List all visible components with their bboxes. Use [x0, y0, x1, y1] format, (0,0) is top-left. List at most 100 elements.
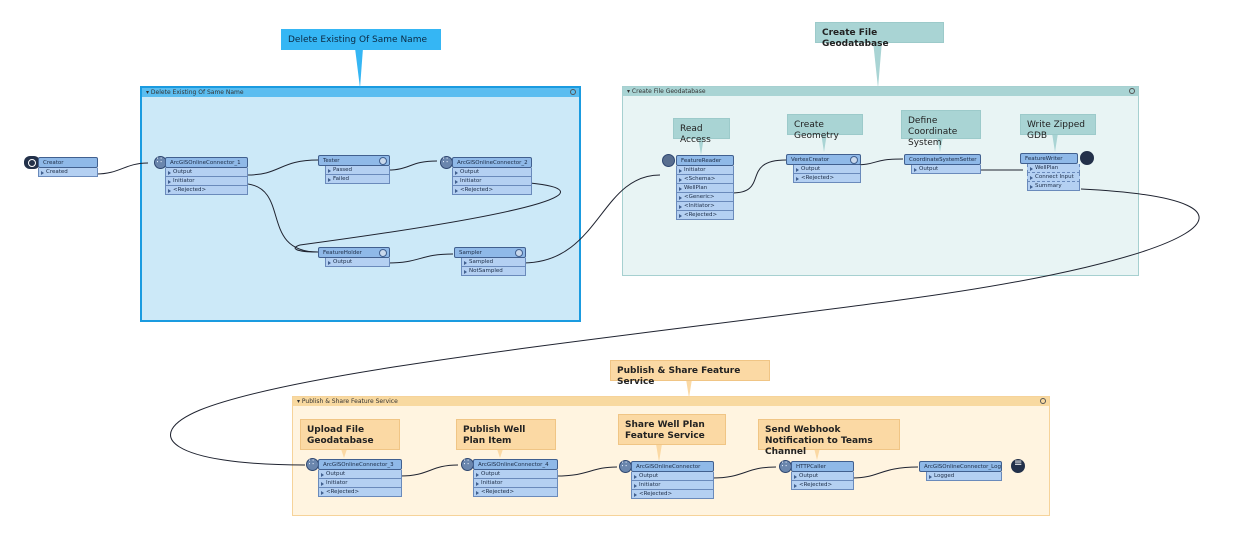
output-port[interactable]: Initiator — [318, 479, 402, 488]
bookmark-title-text: Publish & Share Feature Service — [301, 398, 398, 405]
annotation-create-gdb[interactable]: Create File Geodatabase — [815, 22, 944, 49]
output-port[interactable]: Output — [911, 165, 981, 174]
bookmark-title[interactable]: ▾ Publish & Share Feature Service — [293, 397, 1049, 406]
transformer-http-caller[interactable]: HTTPCaller Output <Rejected> — [779, 460, 854, 490]
port-arrow-icon — [679, 186, 682, 191]
port-arrow-icon — [168, 179, 171, 184]
transformer-sampler[interactable]: Sampler Sampled NotSampled — [454, 247, 526, 276]
transformer-header[interactable]: ArcGISOnlineConnector_1 — [165, 157, 248, 168]
output-port[interactable]: Initiator — [631, 481, 714, 490]
annotation-webhook[interactable]: Send Webhook Notification to Teams Chann… — [758, 419, 900, 457]
port-arrow-icon — [321, 481, 324, 486]
input-port[interactable]: Connect Input — [1027, 173, 1080, 182]
output-port[interactable]: <Rejected> — [791, 481, 854, 490]
transformer-feature-writer[interactable]: FeatureWriter WellPlan Connect Input Sum… — [1020, 151, 1096, 191]
gear-icon[interactable] — [1129, 88, 1135, 94]
output-port[interactable]: <Rejected> — [165, 186, 248, 195]
settings-icon[interactable] — [515, 249, 523, 257]
transformer-logger[interactable]: ArcGISOnlineConnector_Log Logged — [919, 458, 1029, 481]
annotation-create-geometry[interactable]: Create Geometry — [787, 114, 863, 141]
output-port[interactable]: <Rejected> — [676, 211, 734, 220]
output-port[interactable]: <Schema> — [676, 175, 734, 184]
transformer-agol-connector-4[interactable]: ArcGISOnlineConnector_4 Output Initiator… — [461, 458, 558, 497]
output-port[interactable]: <Rejected> — [473, 488, 558, 497]
transformer-header[interactable]: HTTPCaller — [791, 461, 854, 472]
settings-icon[interactable] — [379, 157, 387, 165]
transformer-header[interactable]: ArcGISOnlineConnector — [631, 461, 714, 472]
bookmark-title[interactable]: ▾ Create File Geodatabase — [623, 87, 1138, 96]
output-port[interactable]: Logged — [926, 472, 1002, 481]
transformer-tester[interactable]: Tester Passed Failed — [318, 155, 390, 184]
transformer-header[interactable]: FeatureWriter — [1020, 153, 1078, 164]
annotation-publish-share[interactable]: Publish & Share Feature Service — [610, 360, 770, 387]
transformer-agol-connector-1[interactable]: ArcGISOnlineConnector_1 Output Initiator… — [153, 156, 248, 195]
bookmark-delete-existing[interactable]: ▾ Delete Existing Of Same Name — [140, 86, 581, 322]
transformer-header[interactable]: FeatureReader — [676, 155, 734, 166]
output-port[interactable]: Output — [165, 168, 248, 177]
output-port[interactable]: WellPlan — [676, 184, 734, 193]
transformer-cs-setter[interactable]: CoordinateSystemSetter Output — [904, 154, 981, 174]
input-port[interactable]: WellPlan — [1027, 164, 1080, 173]
transformer-header[interactable]: ArcGISOnlineConnector_4 — [473, 459, 558, 470]
transformer-creator[interactable]: Creator Created — [24, 156, 98, 177]
output-port[interactable]: <Rejected> — [793, 174, 861, 183]
output-port[interactable]: Summary — [1027, 182, 1080, 191]
transformer-header[interactable]: ArcGISOnlineConnector_3 — [318, 459, 402, 470]
gear-icon[interactable] — [1040, 398, 1046, 404]
output-port[interactable]: <Generic> — [676, 193, 734, 202]
transformer-header[interactable]: Creator — [38, 157, 98, 168]
output-port[interactable]: Initiator — [452, 177, 532, 186]
output-port[interactable]: Sampled — [461, 258, 526, 267]
transformer-agol-connector-2[interactable]: ArcGISOnlineConnector_2 Output Initiator… — [440, 156, 532, 195]
transformer-agol-connector[interactable]: ArcGISOnlineConnector Output Initiator <… — [619, 460, 714, 499]
port-label: <Rejected> — [639, 491, 673, 497]
transformer-agol-connector-3[interactable]: ArcGISOnlineConnector_3 Output Initiator… — [306, 458, 402, 497]
output-port[interactable]: <Rejected> — [318, 488, 402, 497]
annotation-write-gdb[interactable]: Write Zipped GDB — [1020, 114, 1096, 141]
port-label: Passed — [333, 167, 353, 173]
output-port[interactable]: Initiator — [676, 166, 734, 175]
output-port[interactable]: <Rejected> — [452, 186, 532, 195]
port-label: Connect Input — [1035, 174, 1074, 180]
transformer-feature-holder[interactable]: FeatureHolder Output — [318, 247, 390, 267]
bookmark-title[interactable]: ▾ Delete Existing Of Same Name — [142, 88, 579, 97]
output-port[interactable]: <Initiator> — [676, 202, 734, 211]
annotation-text: Send Webhook Notification to Teams Chann… — [765, 425, 873, 457]
output-port[interactable]: Output — [452, 168, 532, 177]
port-label: WellPlan — [684, 185, 708, 191]
port-label: <Rejected> — [460, 187, 494, 193]
port-arrow-icon — [476, 490, 479, 495]
output-port[interactable]: Initiator — [165, 177, 248, 186]
output-port[interactable]: Output — [791, 472, 854, 481]
transformer-header[interactable]: Tester — [318, 155, 390, 166]
gear-icon[interactable] — [570, 89, 576, 95]
annotation-delete-existing[interactable]: Delete Existing Of Same Name — [281, 29, 441, 50]
output-port[interactable]: Initiator — [473, 479, 558, 488]
transformer-header[interactable]: ArcGISOnlineConnector_Log — [919, 461, 1002, 472]
transformer-vertex-creator[interactable]: VertexCreator Output <Rejected> — [786, 154, 861, 183]
transformer-header[interactable]: FeatureHolder — [318, 247, 390, 258]
annotation-share-service[interactable]: Share Well Plan Feature Service — [618, 414, 726, 445]
output-port[interactable]: <Rejected> — [631, 490, 714, 499]
annotation-define-cs[interactable]: Define Coordinate System — [901, 110, 981, 148]
transformer-header[interactable]: Sampler — [454, 247, 526, 258]
transformer-header[interactable]: CoordinateSystemSetter — [904, 154, 981, 165]
output-port[interactable]: NotSampled — [461, 267, 526, 276]
output-port[interactable]: Created — [38, 168, 98, 177]
annotation-publish-item[interactable]: Publish Well Plan Item — [456, 419, 556, 450]
transformer-header[interactable]: VertexCreator — [786, 154, 861, 165]
annotation-read-access[interactable]: Read Access — [673, 118, 730, 145]
transformer-feature-reader[interactable]: FeatureReader Initiator <Schema> WellPla… — [662, 154, 734, 220]
annotation-upload-gdb[interactable]: Upload File Geodatabase — [300, 419, 400, 450]
output-port[interactable]: Output — [793, 165, 861, 174]
settings-icon[interactable] — [850, 156, 858, 164]
output-port[interactable]: Output — [473, 470, 558, 479]
transformer-header[interactable]: ArcGISOnlineConnector_2 — [452, 157, 532, 168]
output-port[interactable]: Output — [318, 470, 402, 479]
settings-icon[interactable] — [379, 249, 387, 257]
output-port[interactable]: Output — [325, 258, 390, 267]
output-port[interactable]: Output — [631, 472, 714, 481]
output-port[interactable]: Passed — [325, 166, 390, 175]
output-port[interactable]: Failed — [325, 175, 390, 184]
